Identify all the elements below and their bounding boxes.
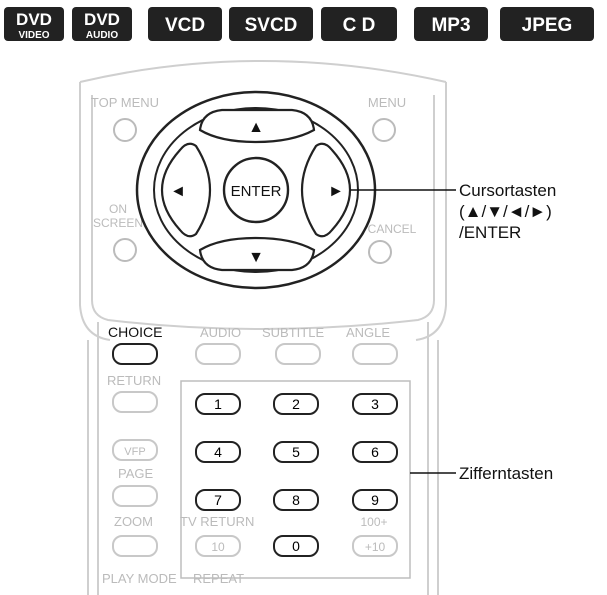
badge-dvd-audio: DVD AUDIO	[72, 7, 132, 41]
digit-5-button[interactable]	[273, 441, 319, 463]
top-menu-button[interactable]	[113, 118, 137, 142]
cursor-keys-callout: Cursortasten	[459, 181, 556, 200]
badge-bottom-label: VIDEO	[18, 30, 49, 41]
digit-7-label: 7	[214, 492, 222, 508]
badge-cd: C D	[321, 7, 397, 41]
number-keys: 1 2 3 4 5 6 7 8 9 0	[195, 393, 398, 557]
lower-section: CHOICE AUDIO SUBTITLE ANGLE RETURN VFP P…	[102, 324, 398, 586]
digit-0-button[interactable]	[273, 535, 319, 557]
top-menu-label: TOP MENU	[91, 95, 159, 110]
angle-label: ANGLE	[346, 325, 390, 340]
cancel-button[interactable]	[368, 240, 392, 264]
on-screen-label-1: ON	[109, 202, 127, 216]
badge-jpeg: JPEG	[500, 7, 594, 41]
enter-label: ENTER	[231, 183, 282, 200]
arrow-left-icon: ◄	[170, 183, 186, 200]
subtitle-button[interactable]	[275, 343, 321, 365]
digit-0-label: 0	[292, 538, 300, 554]
digit-1-button[interactable]	[195, 393, 241, 415]
remote-body	[79, 60, 447, 595]
badge-vcd: VCD	[148, 7, 222, 41]
plus-10-label: +10	[365, 540, 386, 554]
badge-label: MP3	[431, 15, 470, 36]
badge-label: C D	[343, 15, 376, 36]
cursor-keys-arrows-callout: (▲/▼/◄/►)	[459, 202, 552, 221]
badge-top-label: DVD	[84, 10, 120, 29]
number-keys-callout: Zifferntasten	[459, 464, 553, 483]
arrow-up-icon: ▲	[248, 119, 264, 136]
choice-label: CHOICE	[108, 324, 162, 340]
page-button[interactable]	[112, 485, 158, 507]
page-label: PAGE	[118, 466, 153, 481]
cursor-left-button[interactable]	[160, 142, 212, 238]
cancel-label: CANCEL	[368, 222, 417, 236]
badge-bottom-label: AUDIO	[86, 30, 118, 41]
play-mode-label: PLAY MODE	[102, 571, 177, 586]
tv-return-button[interactable]	[195, 535, 241, 557]
menu-button[interactable]	[372, 118, 396, 142]
zoom-button[interactable]	[112, 535, 158, 557]
digit-2-label: 2	[292, 396, 300, 412]
hundred-plus-label: 100+	[360, 515, 387, 529]
badge-label: JPEG	[522, 15, 573, 36]
digit-8-button[interactable]	[273, 489, 319, 511]
enter-button[interactable]	[222, 156, 290, 224]
digit-7-button[interactable]	[195, 489, 241, 511]
badge-dvd-video: DVD VIDEO	[4, 7, 64, 41]
plus-10-button[interactable]	[352, 535, 398, 557]
digit-3-button[interactable]	[352, 393, 398, 415]
zoom-label: ZOOM	[114, 514, 153, 529]
on-screen-label-2: SCREEN	[93, 216, 143, 230]
number-keys-frame	[180, 380, 411, 579]
vfp-button[interactable]	[112, 439, 158, 461]
digit-1-label: 1	[214, 396, 222, 412]
digit-8-label: 8	[292, 492, 300, 508]
tv-return-key-label: 10	[211, 540, 225, 554]
badge-mp3: MP3	[414, 7, 488, 41]
vfp-label: VFP	[124, 446, 145, 458]
cursor-keys-enter-callout: /ENTER	[459, 223, 521, 242]
badge-top-label: DVD	[16, 10, 52, 29]
digit-6-button[interactable]	[352, 441, 398, 463]
angle-button[interactable]	[352, 343, 398, 365]
return-button[interactable]	[112, 391, 158, 413]
menu-label: MENU	[368, 95, 406, 110]
digit-4-button[interactable]	[195, 441, 241, 463]
audio-label: AUDIO	[200, 325, 241, 340]
cursor-pad: ▲ ▼ ◄ ► ENTER	[135, 90, 377, 290]
cursor-up-button[interactable]	[198, 108, 316, 144]
badge-svcd: SVCD	[229, 7, 313, 41]
tv-return-label: TV RETURN	[180, 514, 254, 529]
digit-9-button[interactable]	[352, 489, 398, 511]
digit-3-label: 3	[371, 396, 379, 412]
cursor-down-button[interactable]	[198, 236, 316, 272]
audio-button[interactable]	[195, 343, 241, 365]
upper-section: TOP MENU MENU ON SCREEN CANCEL	[91, 95, 417, 264]
digit-6-label: 6	[371, 444, 379, 460]
return-label: RETURN	[107, 373, 161, 388]
arrow-down-icon: ▼	[248, 249, 264, 266]
arrow-right-icon: ►	[328, 183, 344, 200]
on-screen-button[interactable]	[113, 238, 137, 262]
digit-4-label: 4	[214, 444, 222, 460]
format-badges: DVD VIDEO DVD AUDIO VCD SVCD C D MP3 JPE…	[4, 7, 594, 41]
badge-label: VCD	[165, 15, 205, 36]
badge-label: SVCD	[245, 15, 298, 36]
digit-2-button[interactable]	[273, 393, 319, 415]
digit-5-label: 5	[292, 444, 300, 460]
subtitle-label: SUBTITLE	[262, 325, 324, 340]
digit-9-label: 9	[371, 492, 379, 508]
choice-button[interactable]	[112, 343, 158, 365]
callouts: Cursortasten (▲/▼/◄/►) /ENTER Zifferntas…	[350, 181, 556, 483]
